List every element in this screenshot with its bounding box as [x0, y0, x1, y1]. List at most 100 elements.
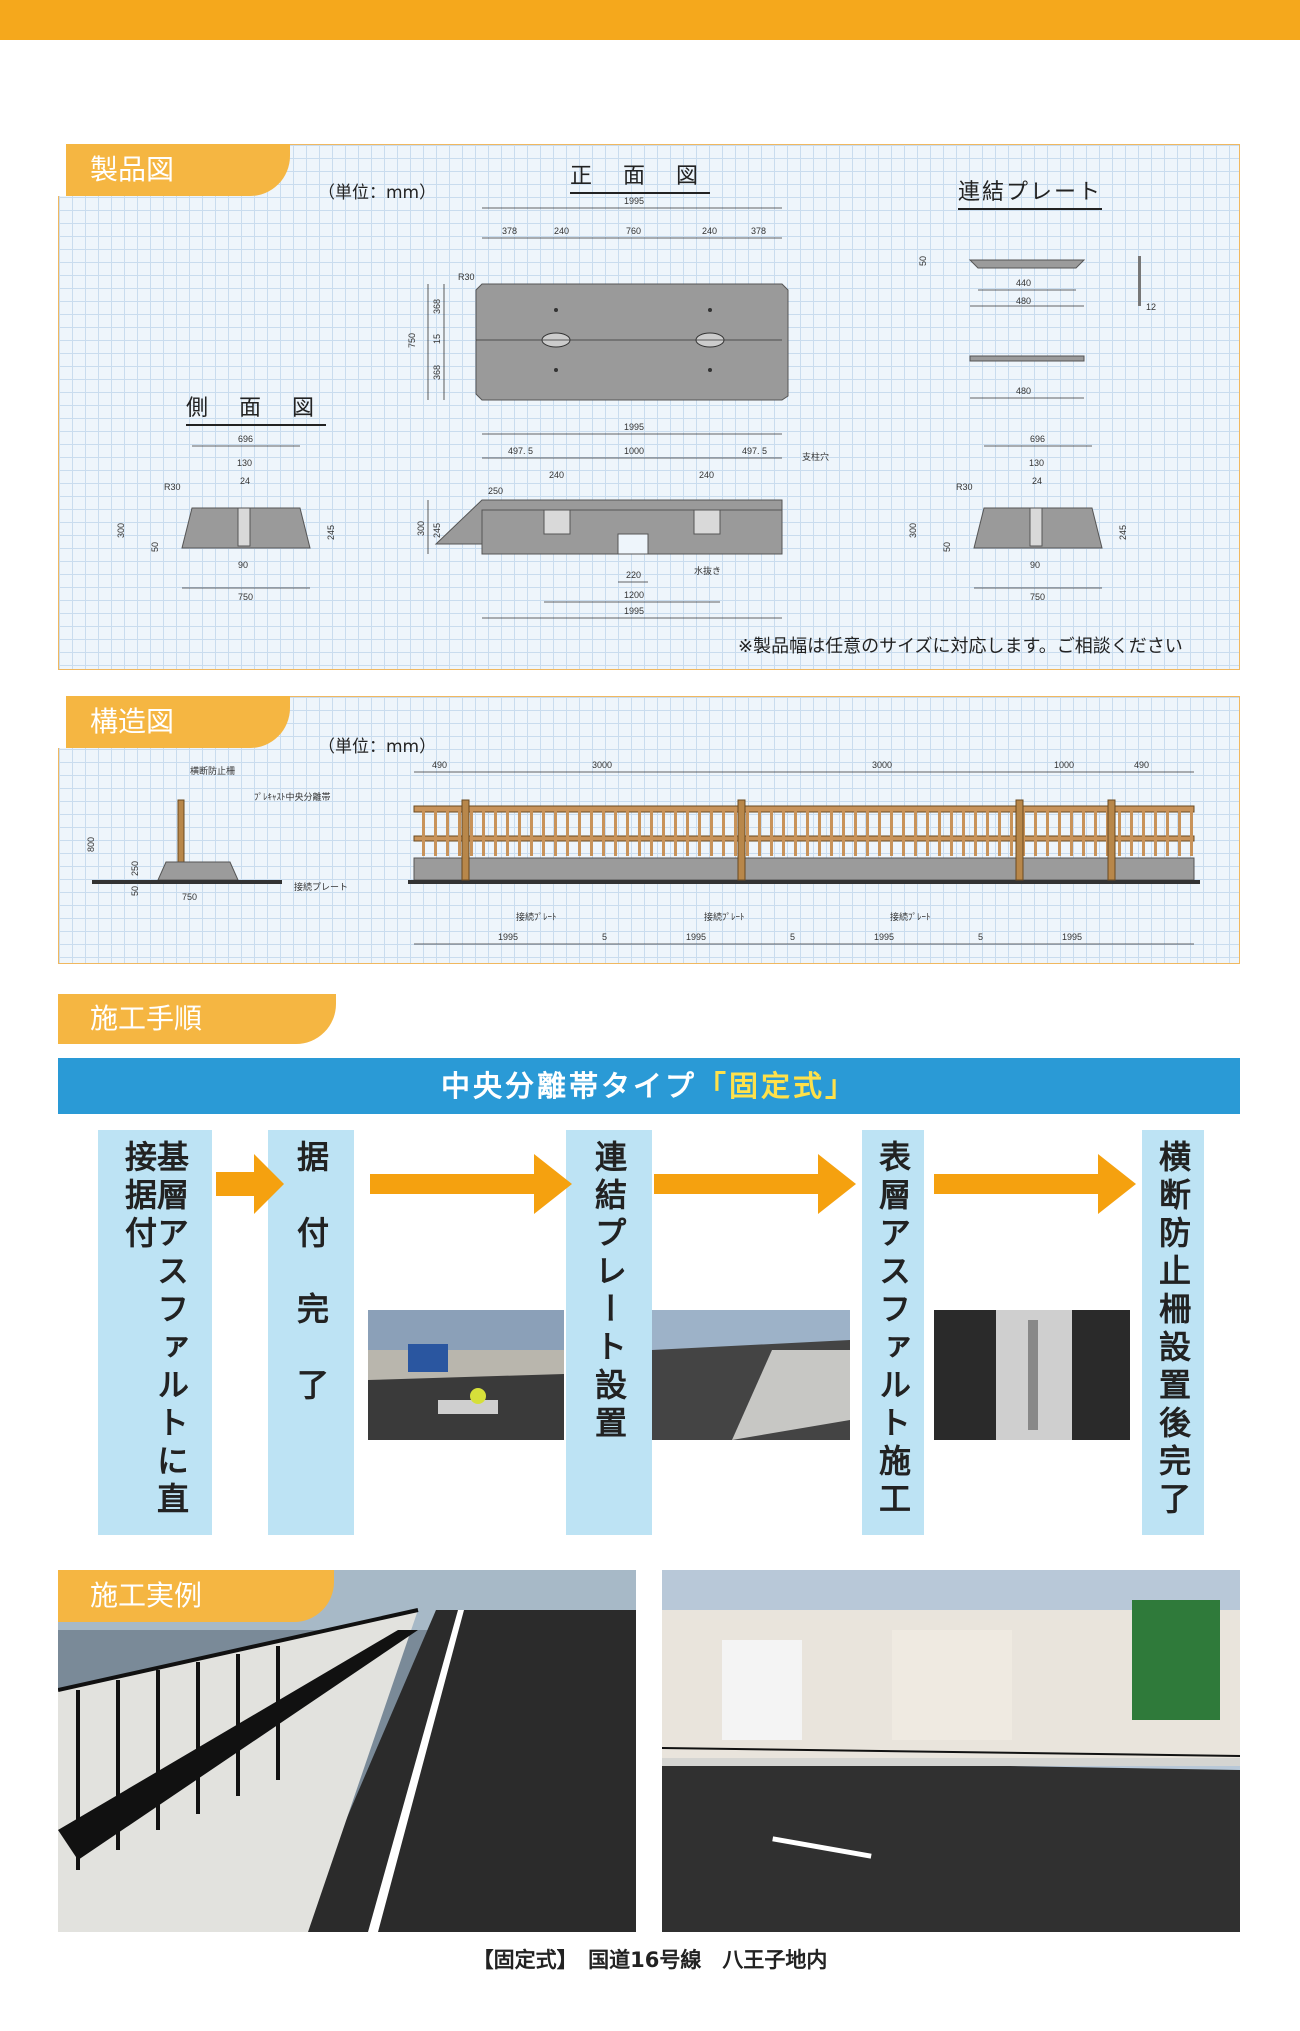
svg-text:760: 760 [626, 226, 641, 236]
svg-text:750: 750 [182, 892, 197, 902]
svg-text:R30: R30 [956, 482, 973, 492]
step-5: 横断防止柵設置後完了 [1142, 1130, 1204, 1535]
step-2: 据 付 完 了 [268, 1130, 354, 1535]
fence-bar [686, 808, 689, 856]
fence-bar [602, 808, 605, 856]
side-view-right: 696 130 24 90 750 300 50 245 R30 [908, 434, 1128, 602]
svg-text:50: 50 [130, 886, 140, 896]
fence-bar [1070, 808, 1073, 856]
fence-bar [506, 808, 509, 856]
fence-bar [650, 808, 653, 856]
fence-bar [1118, 808, 1121, 856]
svg-text:横断防止柵: 横断防止柵 [190, 765, 235, 776]
top-accent-bar [0, 0, 1300, 40]
fence-bar [1142, 808, 1145, 856]
svg-text:220: 220 [626, 570, 641, 580]
svg-text:R30: R30 [164, 482, 181, 492]
photo-surface [934, 1310, 1130, 1440]
unit-label-structure: （単位：mm） [318, 737, 437, 757]
svg-text:3000: 3000 [592, 760, 612, 770]
fence-bar [794, 808, 797, 856]
svg-text:130: 130 [1029, 458, 1044, 468]
svg-text:1995: 1995 [624, 606, 644, 616]
fence-bar [482, 808, 485, 856]
svg-text:1995: 1995 [686, 932, 706, 942]
svg-text:1000: 1000 [624, 446, 644, 456]
svg-text:240: 240 [554, 226, 569, 236]
fence-bar [938, 808, 941, 856]
svg-text:接続プレート: 接続プレート [294, 881, 348, 892]
svg-text:245: 245 [326, 525, 336, 540]
arrow-icon [370, 1154, 572, 1214]
svg-text:接続ﾌﾟﾚｰﾄ: 接続ﾌﾟﾚｰﾄ [890, 911, 931, 922]
fence-bar [782, 808, 785, 856]
fence-bar [842, 808, 845, 856]
fence-bar [1094, 808, 1097, 856]
fence-bar [818, 808, 821, 856]
svg-text:3000: 3000 [872, 760, 892, 770]
fence-bar [494, 808, 497, 856]
step-4: 表層アスファルト施工 [862, 1130, 924, 1535]
svg-text:5: 5 [602, 932, 607, 942]
fence-bar [806, 808, 809, 856]
svg-text:480: 480 [1016, 296, 1031, 306]
fence-bar [998, 808, 1001, 856]
fence-bar [590, 808, 593, 856]
photo-example-street [662, 1570, 1240, 1932]
fence-bar [446, 808, 449, 856]
fence-bar [1010, 808, 1013, 856]
fence-bar [854, 808, 857, 856]
svg-text:245: 245 [432, 523, 442, 538]
svg-text:50: 50 [918, 256, 928, 266]
fence-bar [914, 808, 917, 856]
fence-bar [638, 808, 641, 856]
svg-text:300: 300 [116, 523, 126, 538]
fence-bar [974, 808, 977, 856]
svg-text:240: 240 [699, 470, 714, 480]
fence-bar [566, 808, 569, 856]
side-view-title: 側 面 図 [186, 390, 326, 426]
fence-bar [926, 808, 929, 856]
svg-text:90: 90 [238, 560, 248, 570]
fence-bar [1082, 808, 1085, 856]
fence-bar [1046, 808, 1049, 856]
fence-bar [542, 808, 545, 856]
fence-bar [1034, 808, 1037, 856]
svg-text:5: 5 [978, 932, 983, 942]
svg-text:696: 696 [1030, 434, 1045, 444]
svg-text:440: 440 [1016, 278, 1031, 288]
photo-caption: 【固定式】 国道16号線 八王子地内 [472, 1948, 828, 1972]
front-elevation-view: 1995 497. 5 1000 497. 5 240 240 250 300 … [416, 422, 829, 619]
svg-text:480: 480 [1016, 386, 1031, 396]
plate-view: 440 480 480 12 50 [918, 256, 1156, 399]
svg-text:ﾌﾟﾚｷｬｽﾄ中央分離帯: ﾌﾟﾚｷｬｽﾄ中央分離帯 [254, 791, 331, 802]
fence-bar [830, 808, 833, 856]
fence-bar [758, 808, 761, 856]
fence-bar [878, 808, 881, 856]
fence-bar [614, 808, 617, 856]
fence-bar [1154, 808, 1157, 856]
fence-bar [1166, 808, 1169, 856]
fence-bar [962, 808, 965, 856]
fence-bar [746, 808, 749, 856]
fence-bar [986, 808, 989, 856]
svg-text:1995: 1995 [624, 422, 644, 432]
svg-text:240: 240 [549, 470, 564, 480]
section-tab-examples: 施工実例 [58, 1570, 334, 1622]
fence-bar [674, 808, 677, 856]
fence-bar [1058, 808, 1061, 856]
svg-text:300: 300 [908, 523, 918, 538]
svg-text:250: 250 [130, 861, 140, 876]
arrow-icon [654, 1154, 856, 1214]
svg-text:24: 24 [240, 476, 250, 486]
fence-bar [1130, 808, 1133, 856]
fence-bar [770, 808, 773, 856]
svg-text:378: 378 [502, 226, 517, 236]
fence-bar [902, 808, 905, 856]
product-drawing: 1995 378 240 760 240 378 750 368 15 368 … [116, 196, 1156, 619]
structure-drawing: 横断防止柵 ﾌﾟﾚｷｬｽﾄ中央分離帯 接続プレート 800 250 50 750… [86, 760, 1200, 945]
photo-installation [368, 1310, 564, 1440]
fence-bar [470, 808, 473, 856]
banner-highlight: 「固定式」 [697, 1069, 858, 1103]
size-note: ※製品幅は任意のサイズに対応します。ご相談ください [738, 636, 1183, 657]
